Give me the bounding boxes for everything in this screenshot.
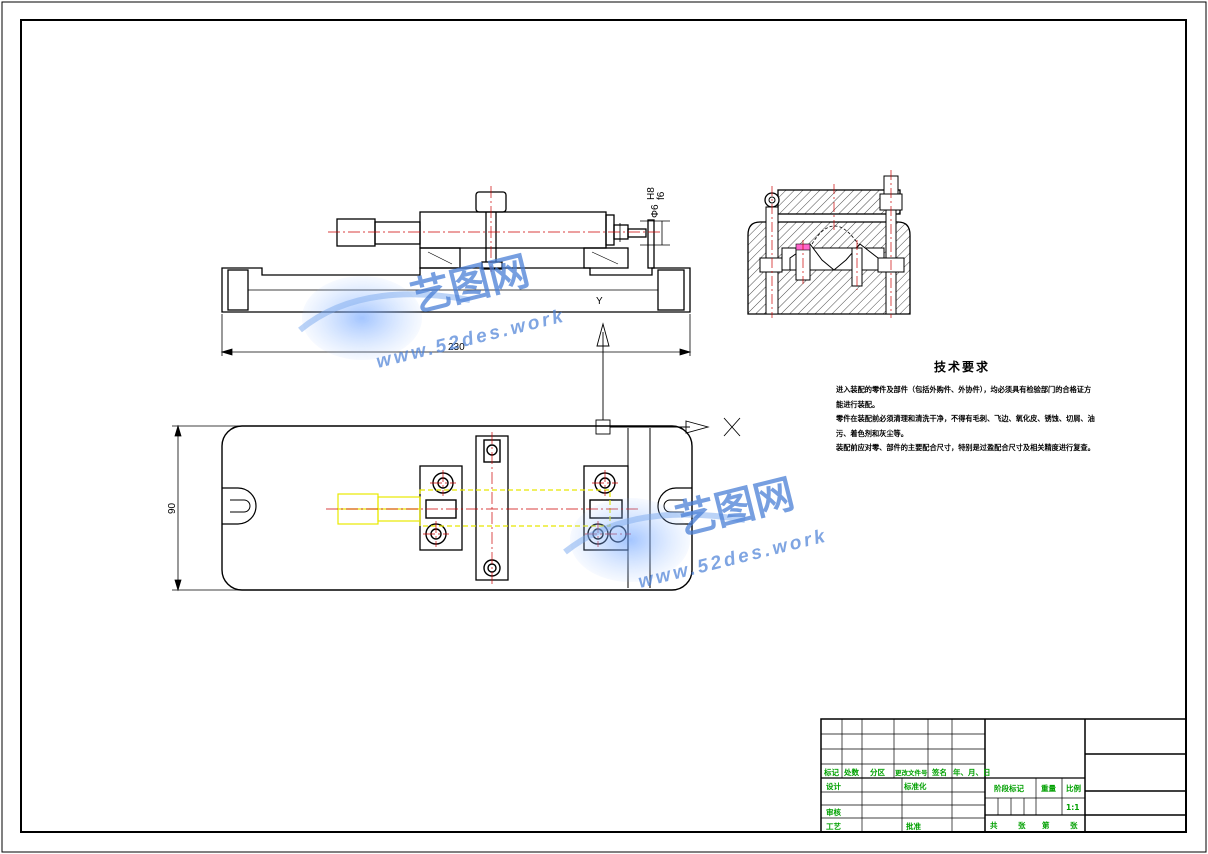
tb-review: 审核 — [826, 807, 841, 817]
watermark-brand-2: 艺图网 — [672, 472, 799, 544]
tb-rev-date: 年、月、日 — [953, 767, 991, 777]
length-dimension-text: 230 — [448, 342, 465, 353]
watermark-2 — [563, 498, 746, 582]
tb-rev-count: 处数 — [843, 767, 859, 777]
top-centerlines — [326, 432, 640, 584]
tb-sheet-total: 共 — [990, 820, 998, 830]
length-dimension — [220, 314, 692, 356]
tech-req-line: 能进行装配。 — [836, 399, 880, 409]
watermark-brand-1: 艺图网 — [407, 249, 534, 321]
tech-req-line: 装配前应对零、部件的主要配合尺寸，特别是过盈配合尺寸及相关精度进行复查。 — [836, 443, 1095, 452]
tb-rev-docno: 更改文件号 — [895, 768, 928, 777]
tb-design: 设计 — [826, 781, 841, 791]
tech-req-line: 进入装配的零件及部件（包括外购件、外协件），均必须具有检验部门的合格证方 — [836, 385, 1092, 394]
tb-rev-sign: 签名 — [931, 767, 947, 777]
tech-req-line: 零件在装配前必须清理和清洗干净，不得有毛刺、飞边、氧化皮、锈蚀、切屑、油 — [836, 414, 1095, 423]
shaft-highlight — [337, 489, 611, 527]
tb-rev-zone: 分区 — [870, 767, 885, 777]
width-dimension-text: 90 — [167, 502, 178, 514]
tb-process: 工艺 — [826, 821, 841, 831]
tb-scale-value: 1:1 — [1066, 803, 1079, 812]
diameter-text: Φ6 — [650, 204, 661, 218]
tb-standardization: 标准化 — [903, 781, 927, 791]
tb-sheet-unit2: 张 — [1070, 821, 1078, 830]
view-axes — [595, 322, 741, 437]
y-axis-label: Y — [596, 296, 603, 307]
tolerance-lower: f6 — [656, 191, 667, 200]
front-centerlines — [328, 186, 660, 272]
tb-rev-mark: 标记 — [823, 767, 839, 777]
tb-weight: 重量 — [1041, 783, 1057, 793]
technical-requirements: 技术要求 进入装配的零件及部件（包括外购件、外协件），均必须具有检验部门的合格证… — [836, 358, 1108, 456]
tb-sheet-unit: 张 — [1018, 821, 1026, 830]
side-section-view — [747, 170, 911, 318]
watermark-1 — [298, 276, 471, 360]
tb-scale: 比例 — [1066, 783, 1082, 793]
title-block — [820, 718, 1187, 833]
tolerance-upper: H8 — [646, 187, 657, 200]
technical-requirements-title: 技术要求 — [933, 360, 990, 374]
tb-approve: 批准 — [906, 821, 921, 831]
tb-stage-mark: 阶段标记 — [994, 783, 1024, 793]
diameter-callout: Φ6 H8 f6 — [646, 187, 667, 245]
tb-sheet-number: 第 — [1042, 820, 1050, 830]
tech-req-line: 污、着色剂和灰尘等。 — [836, 428, 908, 438]
width-dimension — [172, 424, 240, 592]
drawing-frame — [20, 19, 1187, 833]
